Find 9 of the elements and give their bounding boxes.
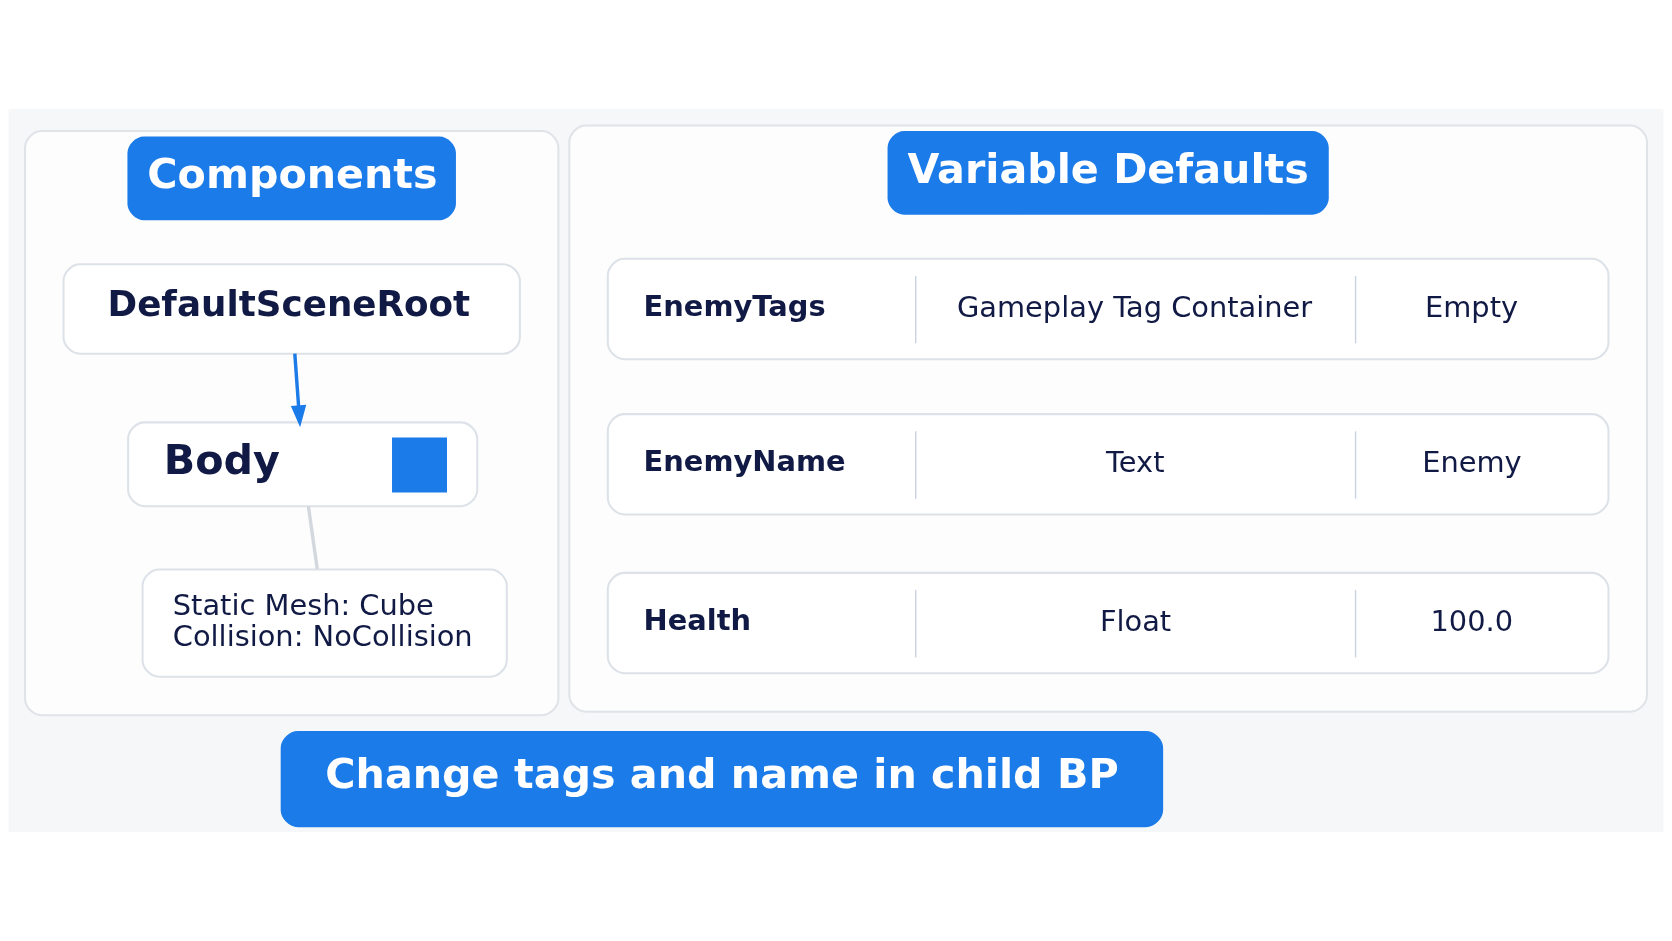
node-box: Health Float 100.0 bbox=[606, 571, 1610, 675]
node-box: Body bbox=[127, 421, 479, 508]
arrow bbox=[290, 353, 307, 428]
node-box: EnemyTags Gameplay Tag Container Empty bbox=[606, 257, 1610, 361]
node-box: Change tags and name in child BP bbox=[280, 730, 1164, 828]
node-box: Static Mesh: Cube Collision: NoCollision bbox=[141, 568, 508, 678]
node-box: EnemyName Text Enemy bbox=[606, 413, 1610, 516]
connector bbox=[306, 506, 319, 570]
node-box: DefaultSceneRoot bbox=[62, 263, 521, 355]
